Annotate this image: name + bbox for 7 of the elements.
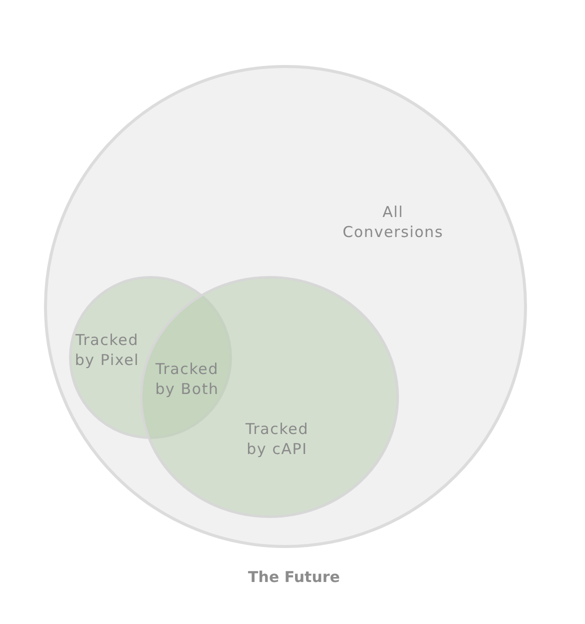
set-label: All Conversions [342, 202, 444, 242]
set-label: Tracked by cAPI [244, 419, 310, 459]
overlap-label: Tracked by Both [154, 359, 220, 399]
outer-set-circle [44, 65, 527, 548]
set-ellipse [140, 276, 399, 518]
set-label: Tracked by Pixel [74, 330, 140, 370]
diagram-caption: The Future [248, 568, 340, 586]
